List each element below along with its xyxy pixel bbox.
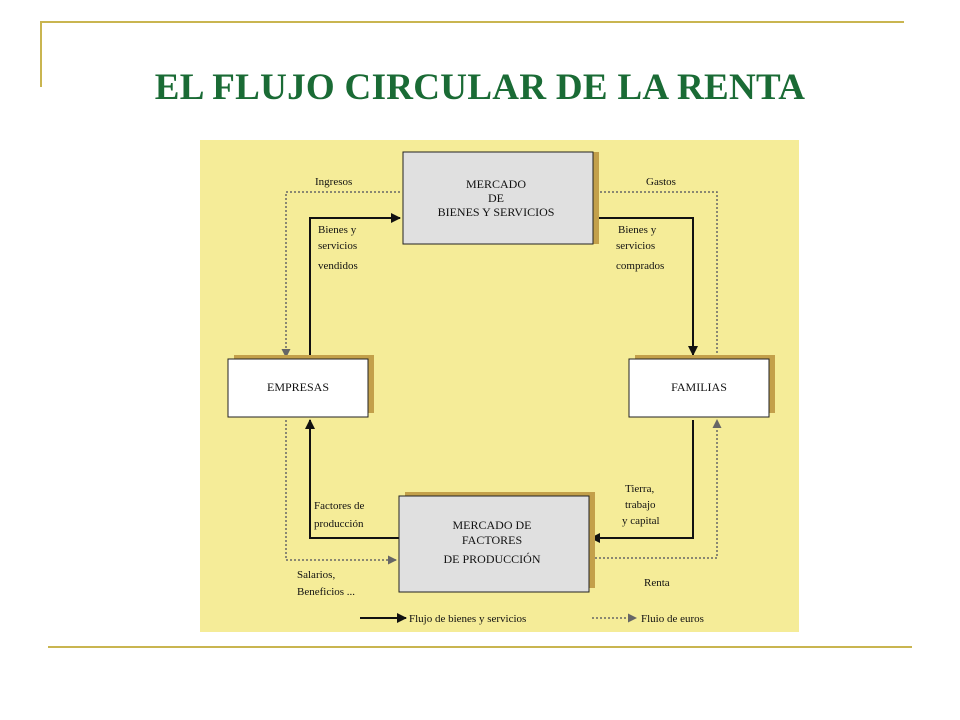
goods-market-line-1: MERCADO xyxy=(466,177,526,191)
factor-market-line-2: FACTORES xyxy=(462,533,522,547)
label-goods-bought-3: comprados xyxy=(616,260,664,272)
households-label: FAMILIAS xyxy=(671,380,727,394)
label-goods-bought-2: servicios xyxy=(616,240,655,252)
circular-flow-diagram: MERCADO DE BIENES Y SERVICIOS EMPRESAS F… xyxy=(200,140,799,632)
label-land-labor-capital-2: trabajo xyxy=(625,499,656,511)
factor-market-line-1: MERCADO DE xyxy=(452,518,531,532)
flow-arrow-spending xyxy=(590,187,718,357)
firms-label: EMPRESAS xyxy=(267,380,329,394)
goods-flows xyxy=(305,213,698,543)
label-wages-profits-1: Salarios, xyxy=(297,569,335,581)
left-accent xyxy=(40,21,42,87)
flow-arrow-revenue xyxy=(281,191,400,358)
legend-money-label: Fluio de euros xyxy=(641,613,704,625)
label-goods-bought-1: Bienes y xyxy=(618,224,657,236)
node-factor-market: MERCADO DE FACTORES DE PRODUCCIÓN xyxy=(398,492,595,593)
label-factors-of-production-2: producción xyxy=(314,518,364,530)
label-land-labor-capital-3: y capital xyxy=(622,515,660,527)
label-revenue: Ingresos xyxy=(315,176,352,188)
label-spending: Gastos xyxy=(646,176,676,188)
goods-market-line-3: BIENES Y SERVICIOS xyxy=(438,205,555,219)
factor-market-line-3: DE PRODUCCIÓN xyxy=(443,552,540,566)
flow-arrow-income xyxy=(591,419,722,559)
node-goods-market: MERCADO DE BIENES Y SERVICIOS xyxy=(402,151,599,245)
goods-market-line-2: DE xyxy=(488,191,504,205)
label-wages-profits-2: Beneficios ... xyxy=(297,586,355,598)
legend-goods-label: Flujo de bienes y servicios xyxy=(409,613,526,625)
label-land-labor-capital-1: Tierra, xyxy=(625,483,654,495)
flow-arrow-goods-bought xyxy=(591,217,698,356)
label-goods-sold-2: servicios xyxy=(318,240,357,252)
label-goods-sold-3: vendidos xyxy=(318,260,358,272)
label-income: Renta xyxy=(644,577,670,589)
top-rule xyxy=(40,21,904,23)
bottom-rule xyxy=(48,646,912,648)
flow-arrow-goods-sold xyxy=(309,213,401,357)
legend: Flujo de bienes y servicios Fluio de eur… xyxy=(360,613,704,625)
flow-arrow-wages-profits xyxy=(285,420,397,565)
node-households: FAMILIAS xyxy=(628,355,775,418)
money-flows xyxy=(281,187,722,565)
flow-arrow-factors-of-production xyxy=(305,419,400,539)
label-goods-sold-1: Bienes y xyxy=(318,224,357,236)
slide-title: EL FLUJO CIRCULAR DE LA RENTA xyxy=(154,67,806,108)
label-factors-of-production-1: Factores de xyxy=(314,500,365,512)
flow-arrow-land-labor-capital xyxy=(590,420,694,543)
node-firms: EMPRESAS xyxy=(227,355,374,418)
